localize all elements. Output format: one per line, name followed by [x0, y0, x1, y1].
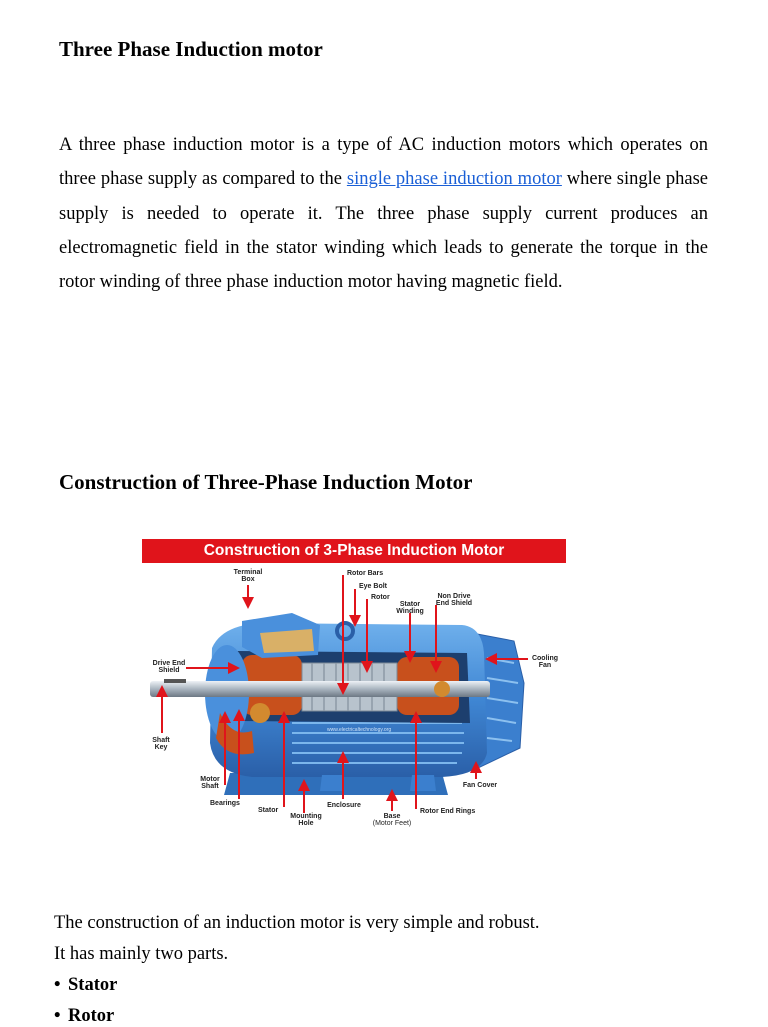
label-eye-bolt: Eye Bolt — [359, 583, 388, 590]
figure-watermark: www.electricaltechnology.org — [327, 727, 391, 733]
bullet-label: Stator — [68, 975, 118, 995]
intro-paragraph: A three phase induction motor is a type … — [59, 128, 708, 299]
label-fan-cover: Fan Cover — [463, 782, 498, 789]
body-line-2: It has mainly two parts. — [54, 944, 229, 964]
bullet-stator: • Stator — [54, 975, 117, 996]
intro-text-before: A three phase induction motor is a type … — [59, 135, 708, 190]
label-enclosure: Enclosure — [327, 802, 361, 809]
body-line-1: The construction of an induction motor i… — [54, 913, 540, 933]
shaft-shape — [150, 681, 490, 697]
label-rotor: Rotor — [371, 594, 390, 601]
bullet-label: Rotor — [68, 1006, 115, 1026]
intro-text-after: where single phase supply is needed to o… — [59, 169, 708, 293]
label-stator: Stator — [258, 807, 279, 814]
label-base: Base(Motor Feet) — [373, 813, 412, 827]
page-heading: Three Phase Induction motor — [59, 37, 323, 61]
label-bearings: Bearings — [210, 800, 240, 807]
label-rotor-end-rings: Rotor End Rings — [420, 808, 475, 815]
single-phase-motor-link[interactable]: single phase induction motor — [346, 169, 562, 190]
figure-title: Construction of 3-Phase Induction Motor — [142, 539, 566, 563]
bullet-dot-icon: • — [54, 1006, 61, 1026]
section-heading: Construction of Three-Phase Induction Mo… — [59, 470, 473, 494]
bullet-rotor: • Rotor — [54, 1006, 114, 1027]
eye-bolt-shape — [335, 621, 355, 641]
motor-construction-figure: Construction of 3-Phase Induction Motor — [142, 539, 566, 829]
label-rotor-bars: Rotor Bars — [347, 570, 383, 577]
bullet-dot-icon: • — [54, 975, 61, 995]
